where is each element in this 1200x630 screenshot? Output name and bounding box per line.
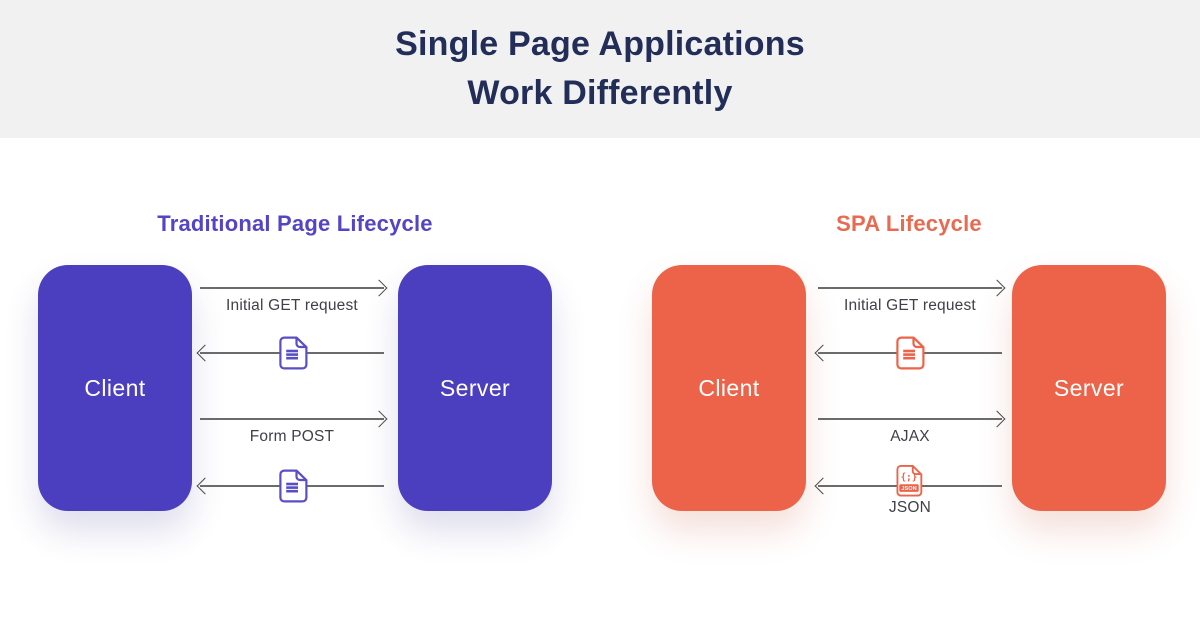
document-icon xyxy=(278,336,308,370)
spa-lifecycle-heading: SPA Lifecycle xyxy=(836,211,982,236)
traditional-initial-get-label: Initial GET request xyxy=(226,297,358,314)
json-braces-glyph: {;} xyxy=(901,472,918,483)
spa-initial-get-label: Initial GET request xyxy=(844,297,976,314)
spa-ajax-label: AJAX xyxy=(890,428,930,445)
spa-server-label: Server xyxy=(1053,374,1125,401)
spa-arrow-initial-get xyxy=(818,287,1002,289)
traditional-form-post-label: Form POST xyxy=(249,428,335,445)
spa-arrow-ajax xyxy=(818,418,1002,420)
spa-server-box: Server xyxy=(1012,265,1166,511)
document-icon xyxy=(895,336,925,370)
traditional-lifecycle-heading: Traditional Page Lifecycle xyxy=(157,211,433,236)
traditional-server-label: Server xyxy=(439,374,511,401)
spa-client-label: Client xyxy=(698,374,760,401)
json-badge-text: JSON xyxy=(901,486,916,492)
header: Single Page Applications Work Differentl… xyxy=(0,0,1200,138)
page-title-line1: Single Page Applications xyxy=(395,25,805,63)
traditional-client-box: Client xyxy=(38,265,192,511)
page-title-line2: Work Differently xyxy=(467,74,733,112)
document-icon xyxy=(278,469,308,503)
json-file-icon: {;} JSON xyxy=(895,464,923,498)
spa-json-label: JSON xyxy=(888,499,932,516)
page-title: Single Page Applications Work Differentl… xyxy=(395,20,805,118)
traditional-client-label: Client xyxy=(84,374,146,401)
traditional-arrow-form-post xyxy=(200,418,384,420)
spa-client-box: Client xyxy=(652,265,806,511)
traditional-server-box: Server xyxy=(398,265,552,511)
traditional-arrow-initial-get xyxy=(200,287,384,289)
